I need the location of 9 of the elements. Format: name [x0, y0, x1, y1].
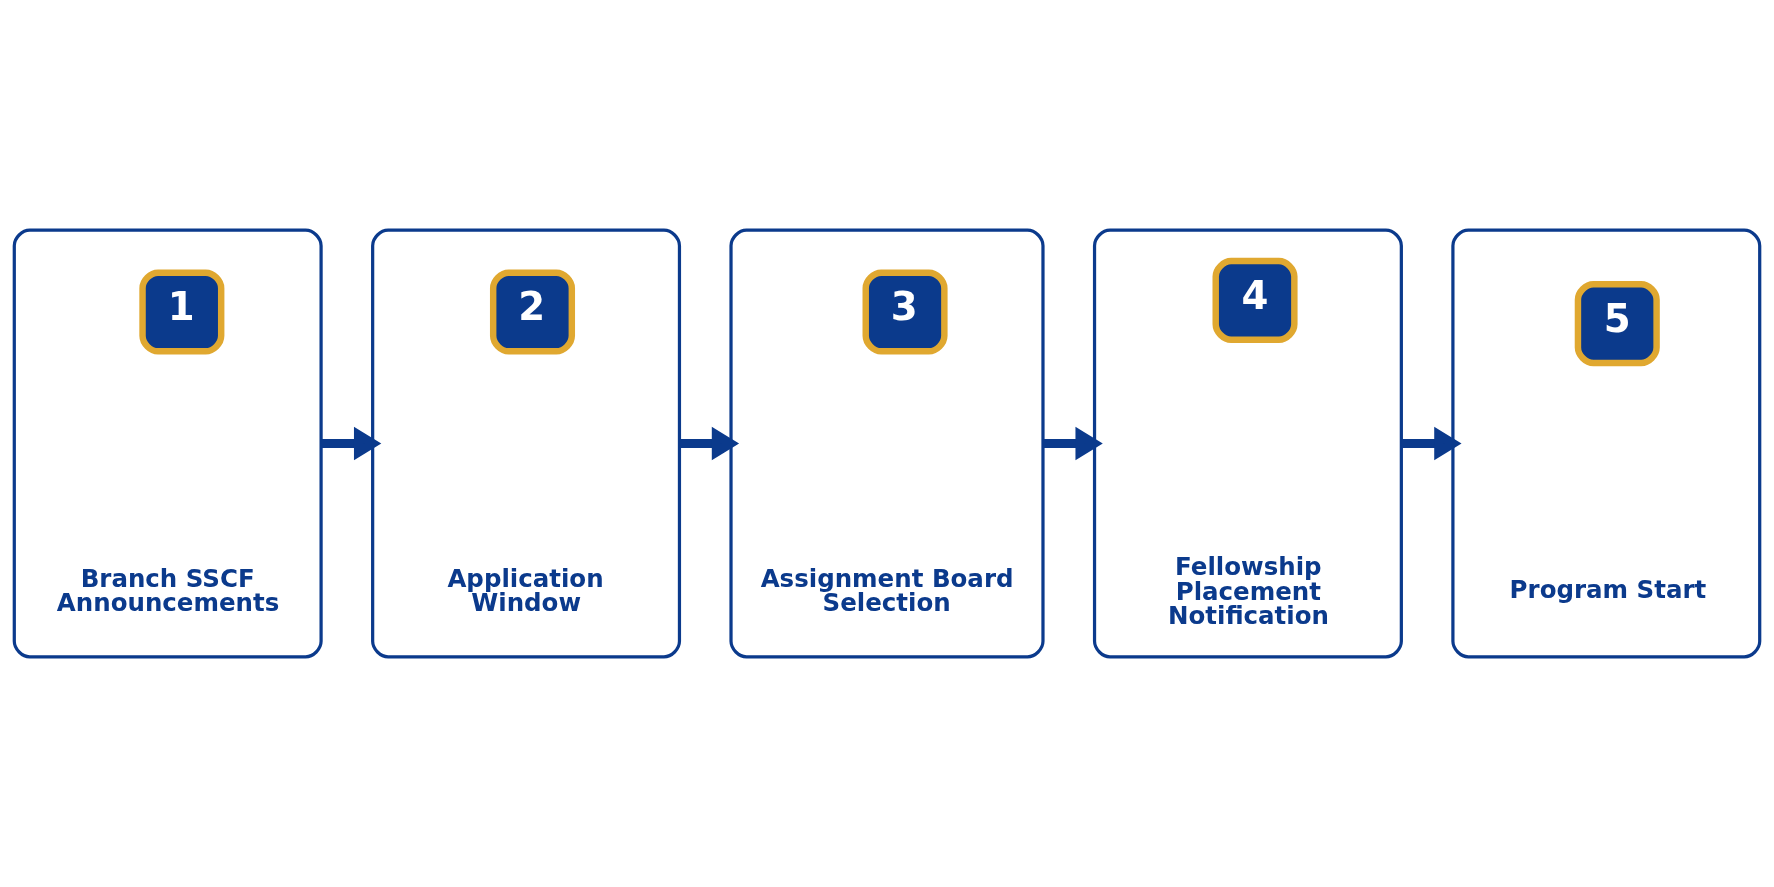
node-box: 3 Assignment Board Selection — [729, 228, 1045, 659]
node-box: 1 Branch SSCF Announcements — [12, 228, 323, 659]
node-box: 5 Program Start — [1451, 228, 1762, 659]
arrow — [1401, 426, 1462, 461]
arrow — [321, 426, 382, 461]
node-box: 2 Application Window — [371, 228, 682, 659]
node-box: 4 Fellowship Placement Notification — [1092, 228, 1403, 659]
arrow — [679, 426, 740, 461]
arrow — [1043, 426, 1103, 461]
